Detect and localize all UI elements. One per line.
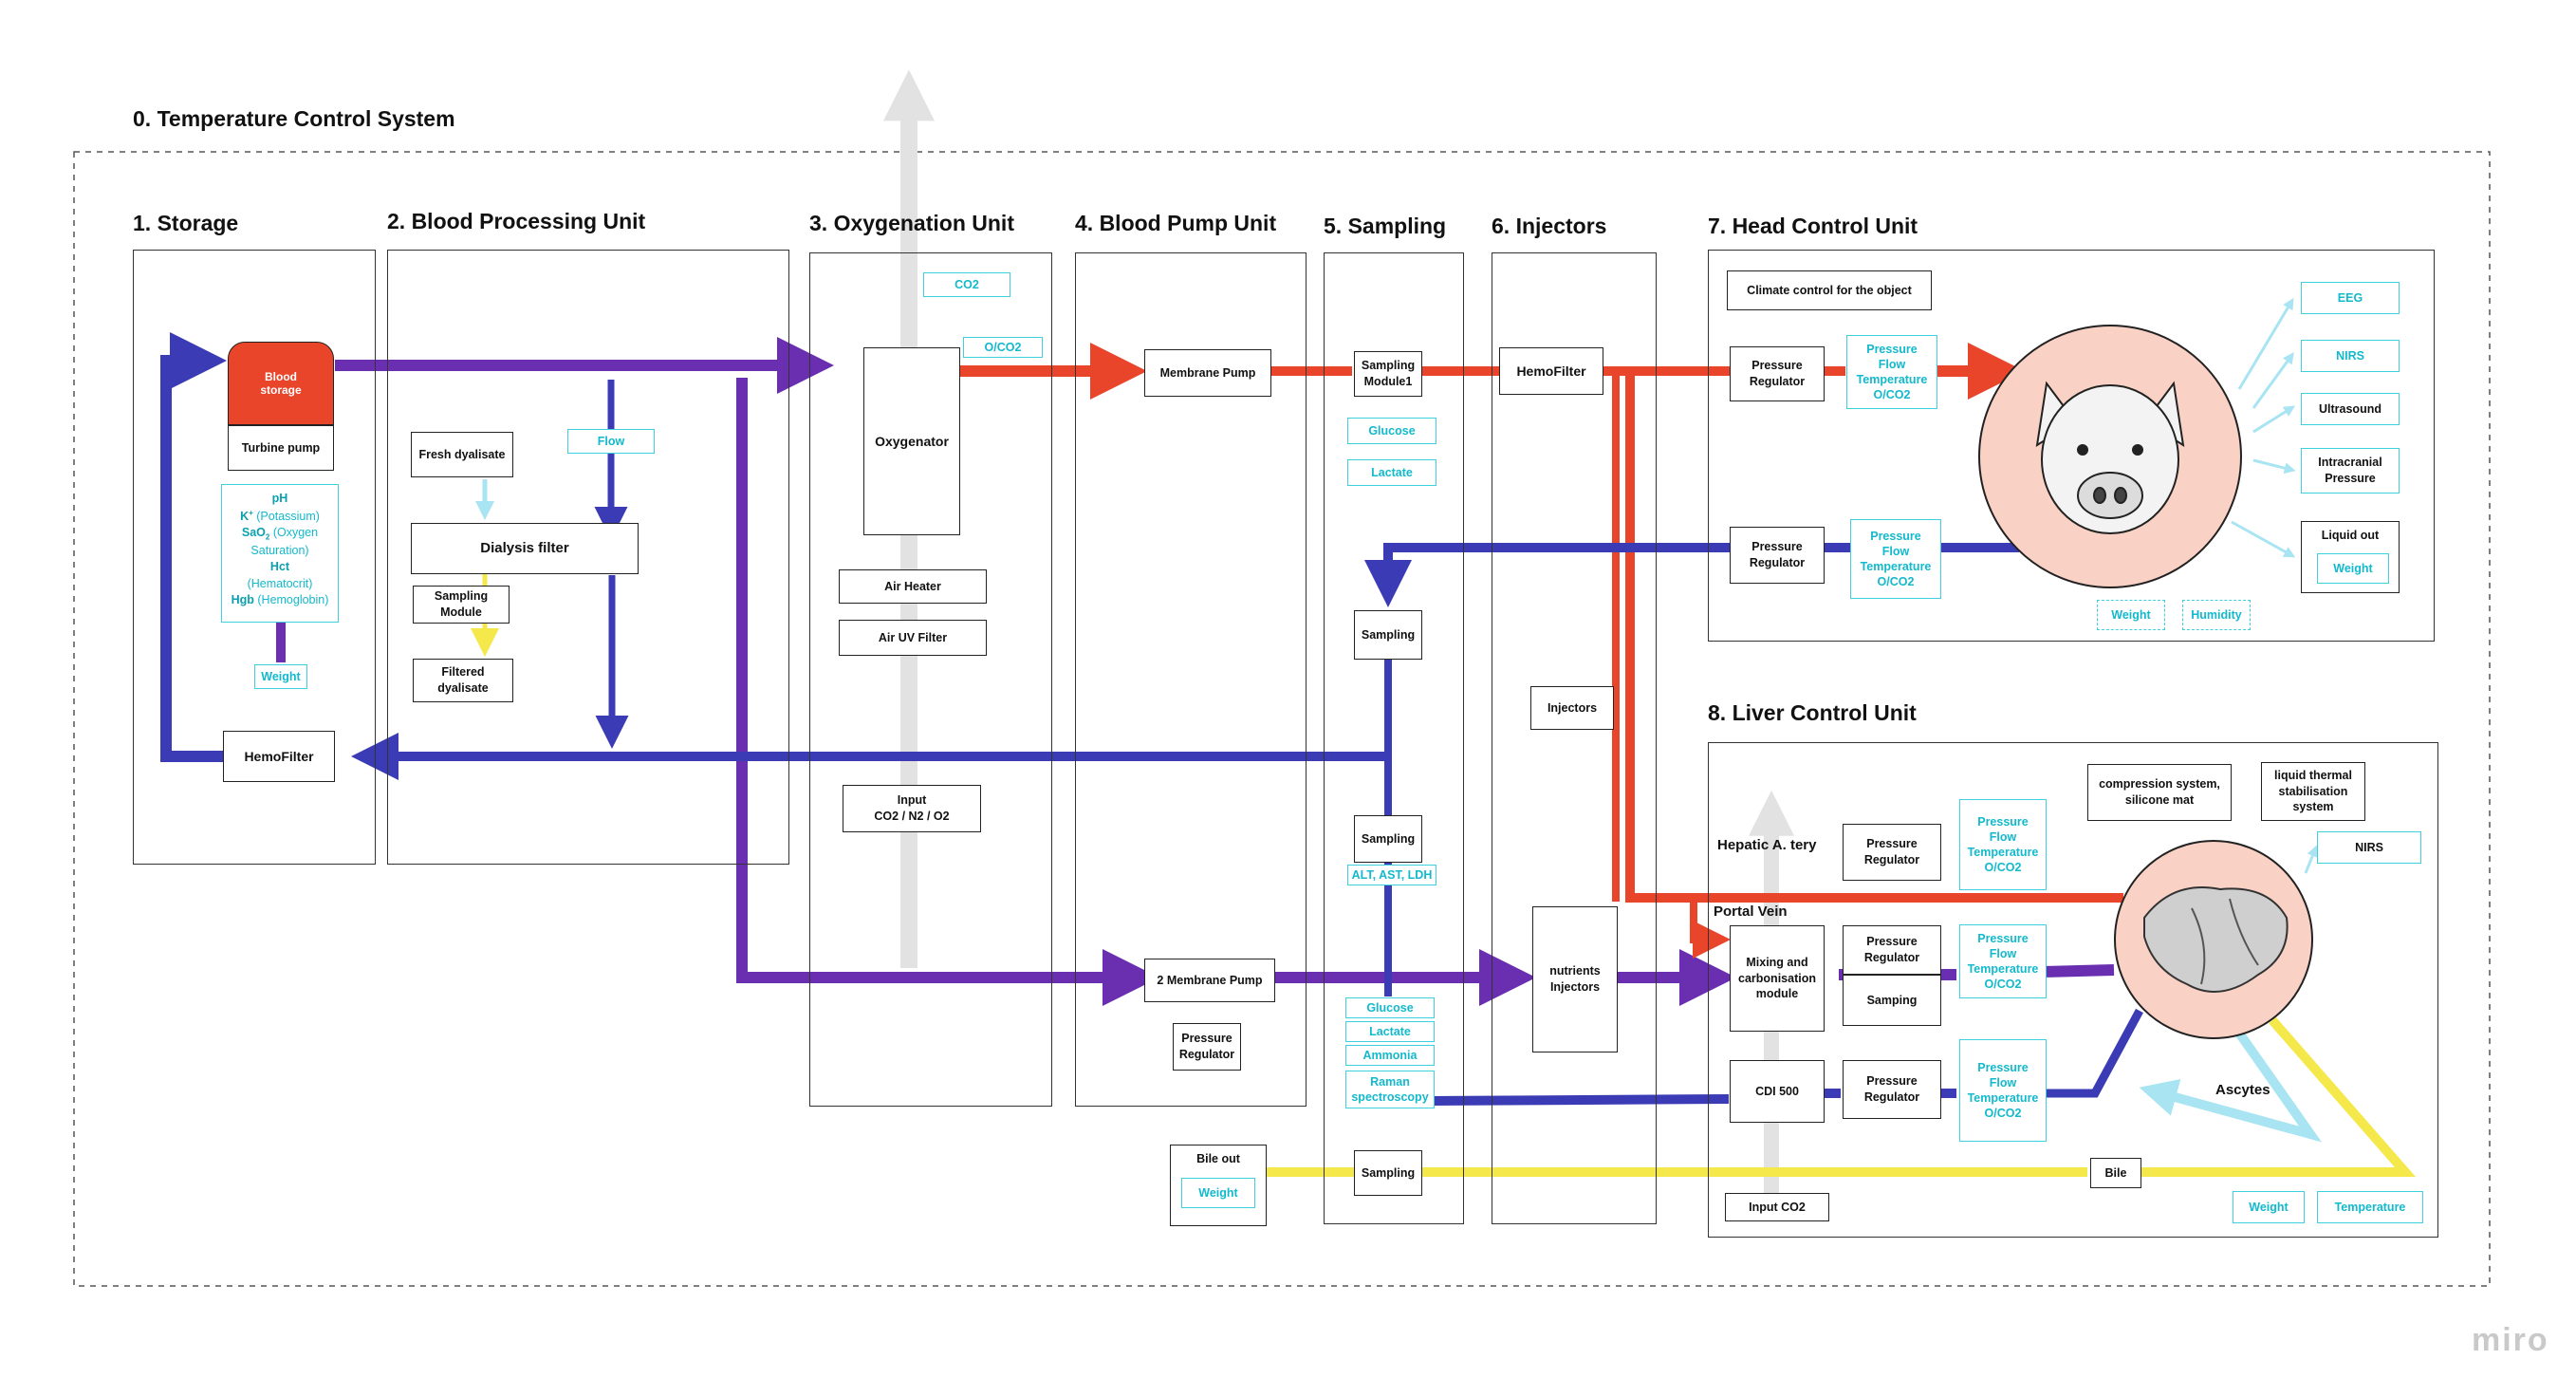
samping-box: Samping xyxy=(1843,975,1941,1026)
mixing-carbonisation-module: Mixing and carbonisation module xyxy=(1730,925,1825,1032)
sampling-unit-container xyxy=(1324,252,1464,1224)
raman-spectroscopy-label: Raman spectroscopy xyxy=(1345,1071,1435,1108)
liver-pressure-regulator-2: Pressure Regulator xyxy=(1843,925,1941,975)
potassium-text: (Potassium) xyxy=(256,509,320,523)
membrane-pump-2: 2 Membrane Pump xyxy=(1144,959,1275,1002)
co2-label: CO2 xyxy=(923,272,1010,297)
hct-label: Hct xyxy=(269,560,290,574)
liquid-out-weight: Weight xyxy=(2317,553,2389,584)
liver-icon xyxy=(2143,886,2289,993)
liver-control-unit-container xyxy=(1708,742,2438,1238)
hct-text: (Hematocrit) xyxy=(247,576,313,590)
compression-system: compression system, silicone mat xyxy=(2087,764,2232,821)
liver-params-2: Pressure Flow Temperature O/CO2 xyxy=(1959,924,2047,998)
head-params-1: Pressure Flow Temperature O/CO2 xyxy=(1846,335,1937,409)
head-control-unit-container xyxy=(1708,250,2435,642)
blood-pump-unit-container xyxy=(1075,252,1307,1107)
air-heater: Air Heater xyxy=(839,569,987,604)
alt-ast-ldh-label: ALT, AST, LDH xyxy=(1347,865,1436,885)
blood-storage-tank: Blood storage xyxy=(228,342,334,425)
sampling-module1: Sampling Module1 xyxy=(1354,351,1422,397)
liver-params-1: Pressure Flow Temperature O/CO2 xyxy=(1959,799,2047,890)
blood-parameters: pH K+ (Potassium) SaO2 (Oxygen Saturatio… xyxy=(221,484,339,623)
ascytes-label: Ascytes xyxy=(2215,1082,2270,1098)
head-pressure-regulator-1: Pressure Regulator xyxy=(1730,346,1825,401)
head-pressure-regulator-2: Pressure Regulator xyxy=(1730,527,1825,584)
pig-head-icon xyxy=(2035,381,2185,534)
unit-title-blood-pump: 4. Blood Pump Unit xyxy=(1075,211,1277,235)
membrane-pump: Membrane Pump xyxy=(1144,349,1271,397)
air-uv-filter: Air UV Filter xyxy=(839,620,987,656)
nutrients-injectors: nutrients Injectors xyxy=(1532,906,1618,1052)
liquid-out-label: Liquid out xyxy=(2321,529,2380,542)
unit-title-head-control: 7. Head Control Unit xyxy=(1708,214,1918,238)
unit-title-sampling: 5. Sampling xyxy=(1324,214,1447,238)
unit-title-storage: 1. Storage xyxy=(133,211,239,235)
blood-pump-pressure-regulator: Pressure Regulator xyxy=(1173,1023,1241,1071)
intracranial-pressure-output: Intracranial Pressure xyxy=(2301,448,2400,494)
liver-pressure-regulator-1: Pressure Regulator xyxy=(1843,824,1941,881)
miro-watermark: miro xyxy=(2472,1322,2549,1358)
unit-title-oxygenation: 3. Oxygenation Unit xyxy=(809,211,1014,235)
sampling-box-a: Sampling xyxy=(1354,610,1422,660)
hgb-text: (Hemoglobin) xyxy=(257,593,329,607)
climate-control: Climate control for the object xyxy=(1727,270,1932,310)
eeg-output: EEG xyxy=(2301,282,2400,314)
lower-glucose-label: Glucose xyxy=(1345,997,1435,1018)
bile-out-label: Bile out xyxy=(1196,1152,1240,1165)
portal-vein-label: Portal Vein xyxy=(1714,903,1788,920)
sao2-label: SaO2 xyxy=(241,526,270,542)
input-co2: Input CO2 xyxy=(1725,1193,1829,1221)
storage-unit-container xyxy=(133,250,376,865)
blood-processing-unit-container xyxy=(387,250,789,865)
ph-label: pH xyxy=(271,492,288,505)
o-co2-label: O/CO2 xyxy=(963,337,1043,358)
liver-temperature: Temperature xyxy=(2317,1191,2423,1223)
liver-object xyxy=(2114,840,2313,1039)
liquid-thermal-stabilisation: liquid thermal stabilisation system xyxy=(2261,762,2365,821)
sampling-box-c: Sampling xyxy=(1354,1150,1422,1196)
sao2-text: (Oxygen Saturation) xyxy=(250,526,319,557)
lactate-label: Lactate xyxy=(1347,459,1436,486)
turbine-pump: Turbine pump xyxy=(228,425,334,471)
fresh-dyalisate: Fresh dyalisate xyxy=(411,432,513,477)
liver-nirs: NIRS xyxy=(2317,831,2421,864)
injectors-box: Injectors xyxy=(1530,686,1614,730)
oxygenation-unit-container xyxy=(809,252,1052,1107)
unit-title-liver-control: 8. Liver Control Unit xyxy=(1708,700,1917,725)
unit-title-injectors: 6. Injectors xyxy=(1492,214,1607,238)
liver-pressure-regulator-3: Pressure Regulator xyxy=(1843,1060,1941,1119)
sampling-module: Sampling Module xyxy=(413,586,510,624)
glucose-label: Glucose xyxy=(1347,418,1436,444)
head-humidity: Humidity xyxy=(2182,600,2251,630)
head-params-2: Pressure Flow Temperature O/CO2 xyxy=(1850,519,1941,599)
bile-box: Bile xyxy=(2090,1158,2141,1188)
liver-weight: Weight xyxy=(2233,1191,2305,1223)
system-title: 0. Temperature Control System xyxy=(133,106,455,131)
sampling-box-b: Sampling xyxy=(1354,815,1422,863)
ultrasound-output: Ultrasound xyxy=(2301,393,2400,425)
dialysis-filter: Dialysis filter xyxy=(411,523,639,574)
pig-head-object xyxy=(1978,325,2242,588)
ammonia-label: Ammonia xyxy=(1345,1045,1435,1066)
bile-out-weight: Weight xyxy=(1181,1178,1255,1208)
flow-label: Flow xyxy=(567,429,655,454)
storage-weight: Weight xyxy=(254,664,307,689)
filtered-dyalisate: Filtered dyalisate xyxy=(413,659,513,702)
liver-params-3: Pressure Flow Temperature O/CO2 xyxy=(1959,1039,2047,1142)
storage-hemofilter: HemoFilter xyxy=(223,731,335,782)
cdi-500: CDI 500 xyxy=(1730,1060,1825,1123)
hepatic-artery-label: Hepatic A. tery xyxy=(1717,837,1817,853)
unit-title-blood-processing: 2. Blood Processing Unit xyxy=(387,209,646,233)
nirs-output: NIRS xyxy=(2301,340,2400,372)
oxygenator: Oxygenator xyxy=(863,347,960,535)
head-weight: Weight xyxy=(2097,600,2165,630)
injectors-unit-container xyxy=(1492,252,1657,1224)
oxygenation-input: Input CO2 / N2 / O2 xyxy=(843,785,981,832)
hgb-label: Hgb xyxy=(231,593,254,607)
lower-lactate-label: Lactate xyxy=(1345,1021,1435,1042)
injectors-hemofilter: HemoFilter xyxy=(1499,347,1603,395)
potassium-label: K+ xyxy=(240,508,253,523)
